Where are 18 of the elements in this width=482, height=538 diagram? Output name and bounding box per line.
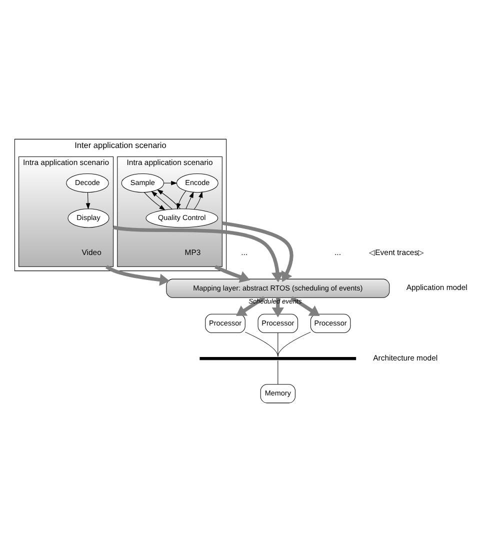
arrow <box>272 298 284 318</box>
arrow <box>151 190 172 210</box>
connector <box>278 332 311 357</box>
arrow <box>176 190 186 210</box>
arrow <box>236 296 266 316</box>
node-bar <box>200 357 356 360</box>
arrow <box>194 191 203 210</box>
arrow <box>144 192 166 210</box>
arrow <box>222 221 294 282</box>
arrow <box>214 265 250 283</box>
arrow <box>164 180 178 186</box>
arrow <box>186 192 194 210</box>
arrow <box>112 225 284 282</box>
arrow <box>290 296 320 316</box>
arrow <box>106 265 170 286</box>
arrow <box>156 189 181 209</box>
arrow <box>86 192 90 210</box>
connector <box>244 332 278 357</box>
